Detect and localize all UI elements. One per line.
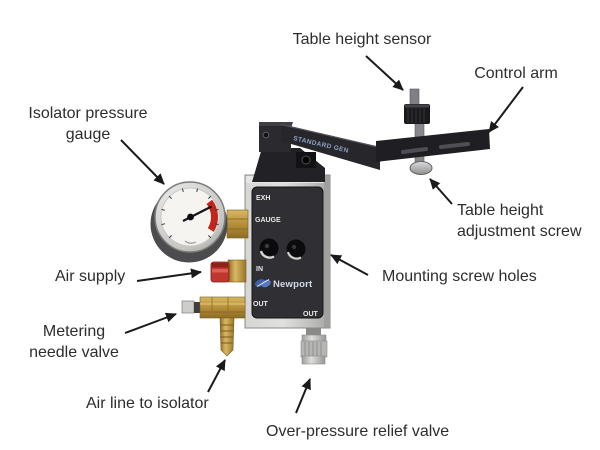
- arrow-over-pressure-relief-valve: [295, 378, 311, 414]
- metering-needle-valve: [181, 296, 246, 319]
- label-table-height-adjustment-screw: Table height adjustment screw: [457, 202, 582, 240]
- arm-slot-left: [401, 147, 428, 154]
- gauge-ticks: [161, 188, 219, 239]
- label-mounting-screw-holes: Mounting screw holes: [382, 268, 537, 285]
- arrow-metering-needle-valve: [124, 312, 177, 334]
- arrow-isolator-pressure-gauge: [120, 139, 165, 185]
- arrow-table-height-adjustment-screw: [429, 178, 453, 205]
- label-over-pressure-relief-valve: Over-pressure relief valve: [266, 423, 450, 440]
- label-table-height-sensor: Table height sensor: [292, 31, 432, 48]
- air-line-barb: [219, 317, 235, 357]
- panel-marking-in: IN: [256, 266, 263, 273]
- panel-marking-out-bottom: OUT: [303, 311, 319, 318]
- arm-slot-right: [439, 142, 470, 149]
- label-control-arm: Control arm: [474, 65, 558, 82]
- gauge-face-mark: [184, 240, 197, 244]
- label-isolator-pressure-gauge: Isolator pressure gauge: [28, 105, 148, 143]
- mounting-screw-hole-left: [259, 238, 279, 259]
- arrow-control-arm: [488, 86, 524, 133]
- arrow-mounting-screw-holes: [330, 254, 369, 276]
- gauge-port-fitting: [226, 209, 249, 239]
- table-height-sensor-knob: [404, 88, 430, 124]
- newport-logo-text: Newport: [273, 279, 313, 290]
- gauge-red-zone: [206, 199, 218, 232]
- panel-marking-out: OUT: [253, 301, 269, 308]
- label-metering-needle-valve: Metering needle valve: [29, 323, 119, 361]
- panel-marking-gauge: GAUGE: [255, 217, 281, 224]
- label-air-line-to-isolator: Air line to isolator: [86, 395, 209, 412]
- newport-logo: Newport: [255, 279, 313, 290]
- arrow-air-supply: [136, 268, 202, 282]
- mounting-screw-hole-right: [286, 239, 306, 260]
- label-air-supply: Air supply: [55, 268, 126, 285]
- air-supply-fitting: [210, 259, 247, 283]
- control-box: EXH GAUGE IN OUT OUT: [244, 174, 331, 329]
- pressure-gauge: [150, 181, 228, 263]
- mounting-bracket: [252, 122, 325, 182]
- gauge-hub: [187, 213, 194, 221]
- panel-marking-exh: EXH: [256, 195, 270, 202]
- annotation-arrows: [120, 55, 524, 414]
- arrow-air-line-to-isolator: [207, 359, 226, 393]
- newport-logo-icon: [255, 279, 271, 288]
- adjustment-screw-head: [409, 161, 433, 175]
- over-pressure-relief-valve: [300, 328, 328, 365]
- arrow-table-height-sensor: [365, 55, 404, 91]
